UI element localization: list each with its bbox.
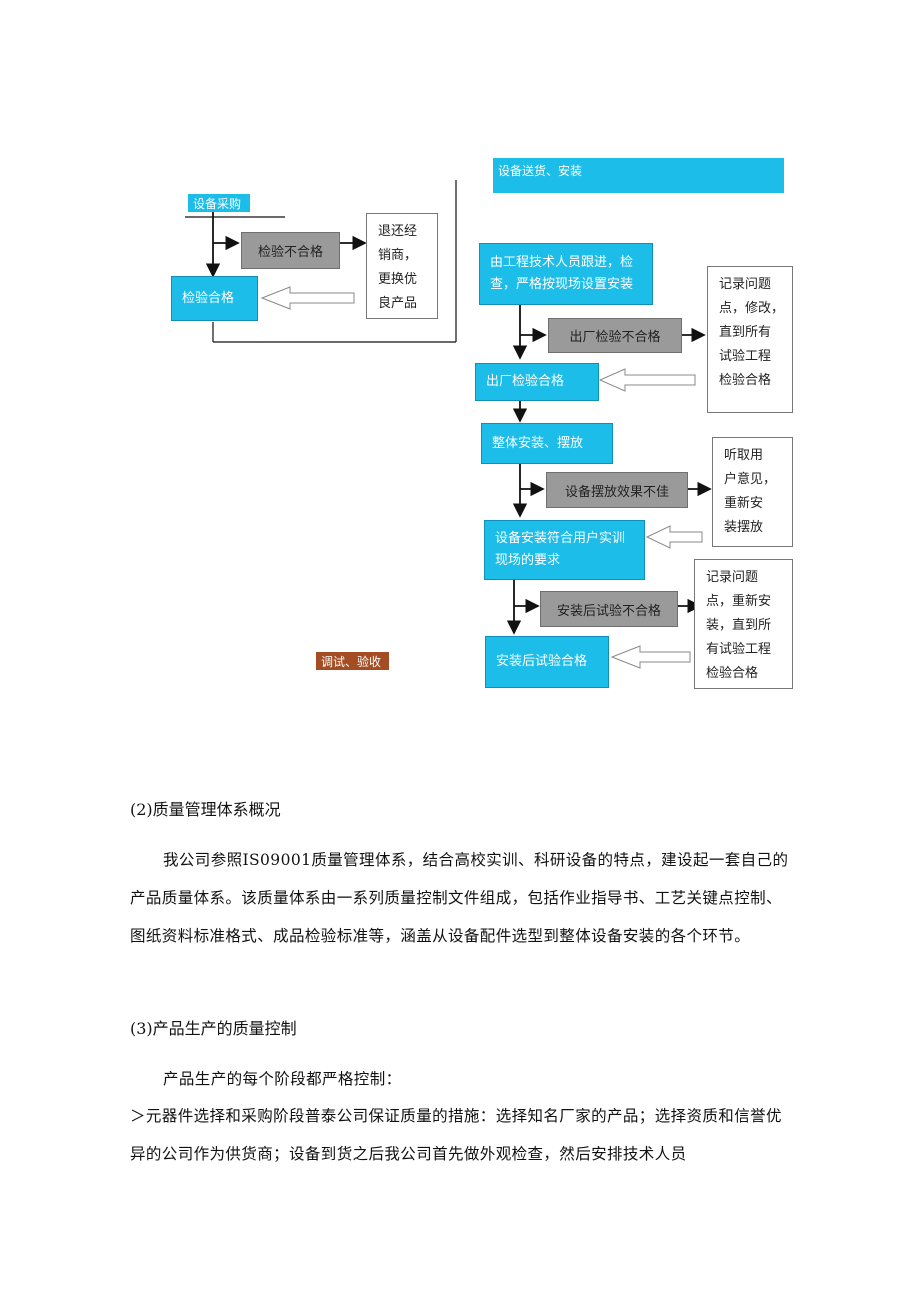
- section-heading-production-control: (3)产品生产的质量控制: [130, 1019, 297, 1038]
- box-factory-inspection-pass: 出厂检验合格: [475, 363, 599, 401]
- tag-delivery-install: 设备送货、安装: [493, 158, 784, 193]
- paragraph-component-selection: ＞元器件选择和采购阶段普泰公司保证质量的措施：选择知名厂家的产品；选择资质和信誉…: [130, 1107, 782, 1163]
- box-factory-inspection-fail: 出厂检验不合格: [548, 318, 682, 353]
- section-heading-quality-system: (2)质量管理体系概况: [130, 800, 281, 819]
- tag-debug-acceptance: 调试、验收: [316, 652, 389, 670]
- box-inspection-pass: 检验合格: [171, 276, 258, 321]
- box-meets-requirements: 设备安装符合用户实训现场的要求: [484, 520, 645, 580]
- paragraph-quality-system: 我公司参照IS09001质量管理体系，结合高校实训、科研设备的特点，建设起一套自…: [130, 851, 789, 945]
- tag-equipment-purchase: 设备采购: [188, 194, 250, 212]
- box-engineer-followup: 由工程技术人员跟进，检查，严格按现场设置安装: [479, 243, 653, 305]
- box-inspection-fail: 检验不合格: [241, 232, 340, 269]
- box-placement-poor: 设备摆放效果不佳: [546, 472, 688, 508]
- box-post-install-test-pass: 安装后试验合格: [485, 636, 609, 688]
- note-user-feedback: 听取用 户意见， 重新安 装摆放: [712, 437, 793, 547]
- paragraph-production-intro: 产品生产的每个阶段都严格控制：: [163, 1070, 402, 1088]
- note-record-fix: 记录问题 点，修改， 直到所有 试验工程 检验合格: [707, 266, 793, 413]
- note-record-reinstall: 记录问题 点，重新安 装，直到所 有试验工程 检验合格: [694, 559, 793, 689]
- note-return-dealer: 退还经 销商， 更换优 良产品: [366, 213, 438, 319]
- box-post-install-test-fail: 安装后试验不合格: [540, 591, 678, 627]
- box-overall-install: 整体安装、摆放: [481, 423, 613, 464]
